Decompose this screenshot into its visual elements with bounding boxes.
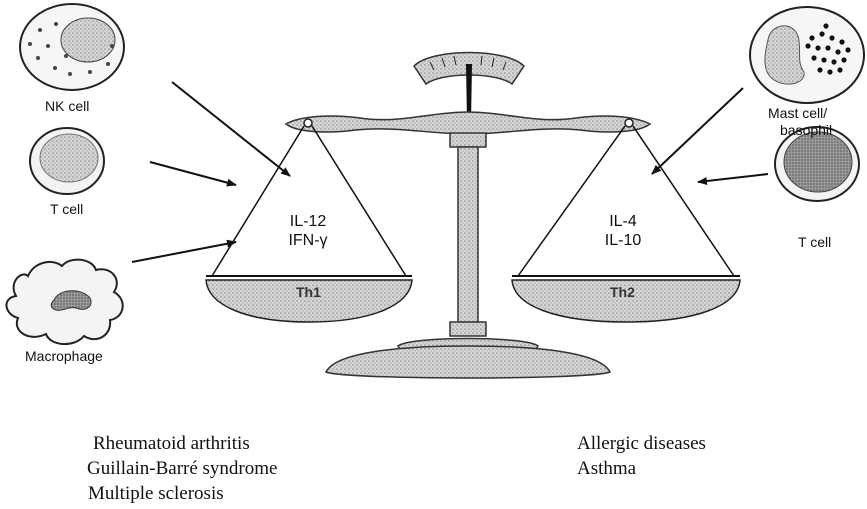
right-pan-line2: IL-10 [583,231,663,250]
scale-beam [286,112,650,134]
disease-right-2: Asthma [577,456,636,481]
arrows [132,82,768,262]
arrow-t-left [150,162,236,185]
right-pan-cytokines: IL-4 IL-10 [583,212,663,250]
right-pan-line1: IL-4 [583,212,663,231]
left-pan-line1: IL-12 [268,212,348,231]
th1-label: Th1 [296,284,321,300]
t-cell-right-icon [775,127,859,201]
left-pan-line2: IFN-γ [268,231,348,250]
macrophage-icon [6,260,122,344]
arrow-macrophage [132,242,236,262]
disease-left-3: Multiple sclerosis [88,481,224,506]
nk-cell-label: NK cell [45,98,89,114]
mast-cell-icon [750,7,864,103]
t-cell-left-icon [30,128,104,194]
t-cell-right-label: T cell [798,234,831,250]
arrow-mast [652,88,743,174]
disease-right-1: Allergic diseases [577,431,706,456]
disease-left-2: Guillain-Barré syndrome [87,456,277,481]
left-pan-cytokines: IL-12 IFN-γ [268,212,348,250]
arrow-nk [172,82,290,176]
t-cell-left-label: T cell [50,201,83,217]
mast-cell-label-line2: basophil [780,122,832,138]
arrow-t-right [698,174,768,182]
disease-left-1: Rheumatoid arthritis [93,431,250,456]
nk-cell-icon [20,4,124,90]
th2-label: Th2 [610,284,635,300]
macrophage-label: Macrophage [25,348,103,364]
mast-cell-label-line1: Mast cell/ [768,105,827,121]
